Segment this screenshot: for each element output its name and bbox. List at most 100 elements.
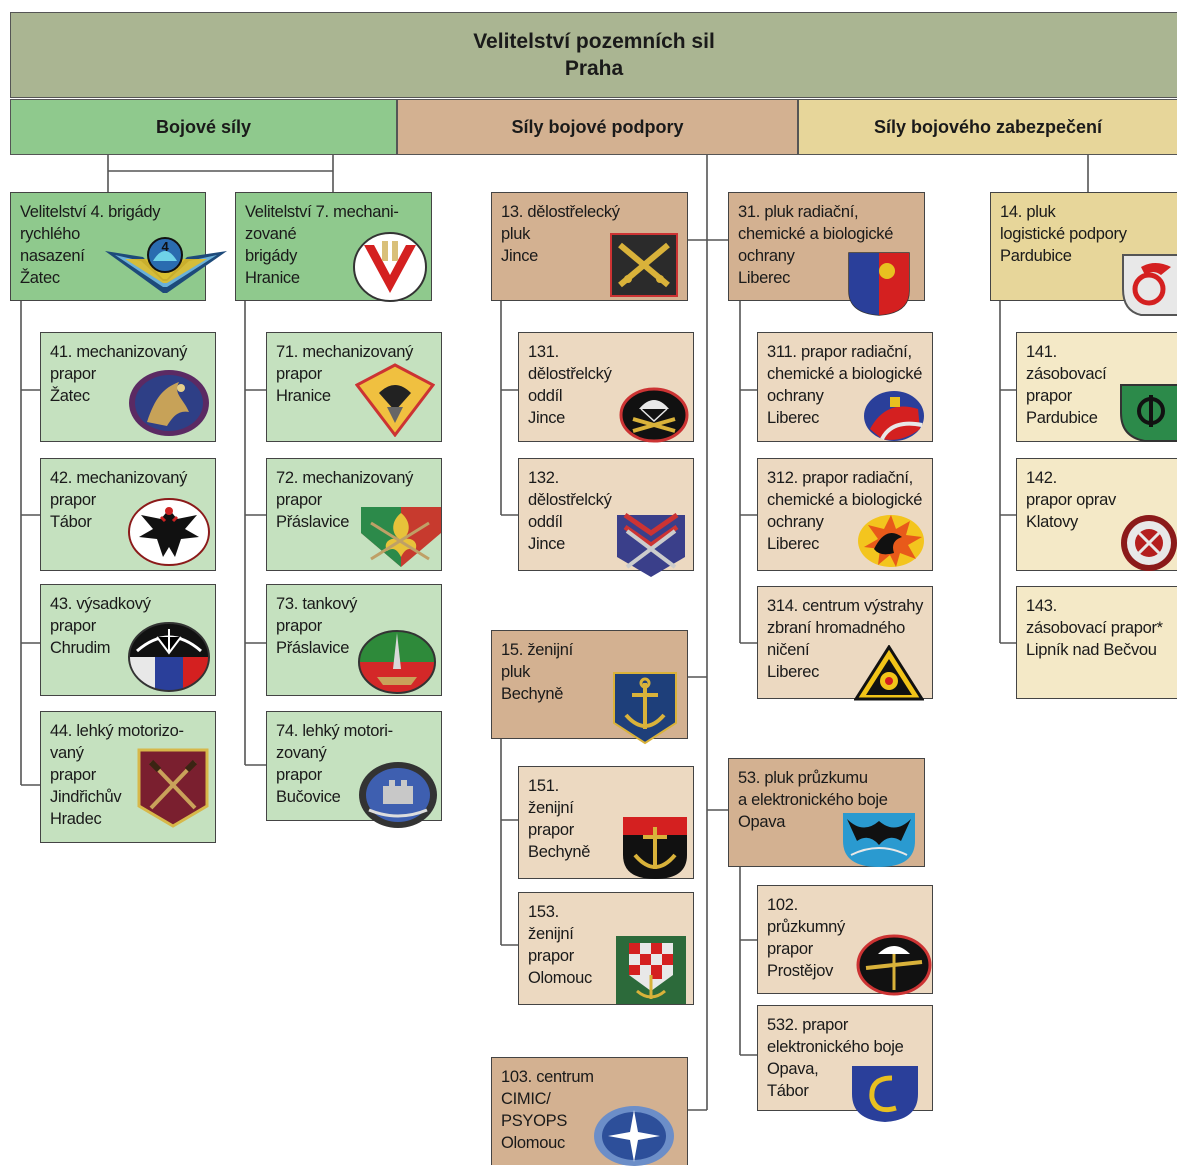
unit-label-line: ochrany	[738, 247, 795, 265]
unit-label: 311. prapor radiační,chemické a biologic…	[767, 341, 932, 429]
unit-label-line: elektronického boje	[767, 1038, 904, 1056]
unit-label-line: dělostřelcký	[528, 491, 612, 509]
unit-label-line: 71. mechanizovaný	[276, 343, 414, 361]
unit-label-line: prapor	[50, 491, 96, 509]
anchor-shield-emblem-icon	[613, 672, 677, 745]
unit-label-line: 314. centrum výstrahy	[767, 597, 924, 615]
unit-label-line: oddíl	[528, 513, 563, 531]
repair-gear-emblem-icon	[1121, 515, 1177, 571]
unit-label-line: Tábor	[767, 1082, 809, 1100]
unit-label-line: zbraní hromadného	[767, 619, 905, 637]
unit-label-line: Velitelství 7. mechani-	[245, 203, 399, 221]
headquarters-city: Praha	[564, 57, 624, 80]
red-shield-emblem-icon	[353, 232, 427, 302]
unit-label-line: a elektronického boje	[738, 791, 888, 809]
unit-label-line: Jindřichův	[50, 788, 122, 806]
unit-label-line: zásobovací prapor*	[1026, 619, 1163, 637]
unit-label-line: 151.	[528, 777, 559, 795]
red-wing-wheel-emblem-icon	[1122, 254, 1177, 316]
unit-label-line: průzkumný	[767, 918, 845, 936]
unit-label-line: Hranice	[245, 269, 300, 287]
category-combat-service-support: Síly bojového zabezpečení	[798, 99, 1177, 155]
unit-label-line: Bechyně	[501, 685, 564, 703]
unit-label-line: 14. pluk	[1000, 203, 1056, 221]
unit-label-line: 43. výsadkový	[50, 595, 151, 613]
svg-text:4: 4	[162, 239, 170, 254]
unit-label-line: rychlého	[20, 225, 80, 243]
unit-label-line: 312. prapor radiační,	[767, 469, 913, 487]
unit-label-line: ženijní	[528, 799, 574, 817]
unit-label-line: 73. tankový	[276, 595, 358, 613]
unit-label-line: Opava,	[767, 1060, 819, 1078]
unit-label-line: 103. centrum	[501, 1068, 594, 1086]
unit-label-line: prapor	[50, 766, 96, 784]
blue-horseshoe-shield-icon	[852, 1066, 918, 1122]
unit-label-line: Žatec	[20, 269, 60, 287]
unit-label-line: CIMIC/	[501, 1090, 551, 1108]
unit-label-line: prapor	[528, 821, 574, 839]
headquarters-box: Velitelství pozemních sil Praha	[10, 12, 1177, 98]
category-label: Síly bojového zabezpečení	[873, 116, 1103, 137]
unit-label-line: 532. prapor	[767, 1016, 849, 1034]
category-label: Bojové síly	[155, 116, 252, 137]
unit-label: 143.zásobovací prapor*Lipník nad Bečvou	[1026, 595, 1177, 661]
unit-label-line: Chrudim	[50, 639, 111, 657]
unit-label-line: Opava	[738, 813, 786, 831]
unit-label-line: chemické a biologické	[767, 491, 923, 509]
unit-label-line: zásobovací	[1026, 365, 1107, 383]
unit-label-line: 13. dělostřelecký	[501, 203, 620, 221]
unit-label-line: prapor oprav	[1026, 491, 1116, 509]
unit-label-line: 74. lehký motori-	[276, 722, 393, 740]
unit-label-line: vaný	[50, 744, 84, 762]
unit-box-312: 312. prapor radiační, chemické a biologic…	[757, 458, 933, 571]
crossed-guns-shield-icon	[617, 513, 685, 577]
unit-label-line: ochrany	[767, 513, 824, 531]
unit-label-line: zovaný	[276, 744, 327, 762]
unit-label-line: 31. pluk radiační,	[738, 203, 859, 221]
unit-label-line: prapor	[50, 365, 96, 383]
unit-label-line: Hradec	[50, 810, 102, 828]
unit-label-line: Bechyně	[528, 843, 591, 861]
unit-box-314: 314. centrum výstrahy zbraní hromadného ni…	[757, 586, 933, 701]
unit-label-line: Liberec	[767, 409, 820, 427]
unit-label-line: prapor	[767, 940, 813, 958]
unit-label-line: prapor	[276, 766, 322, 784]
unit-label-line: Pardubice	[1026, 409, 1098, 427]
unit-label-line: zované	[245, 225, 297, 243]
black-compass-emblem-icon	[856, 934, 932, 996]
unit-label-line: ničení	[767, 641, 810, 659]
unit-box-311: 311. prapor radiační,chemické a biologic…	[757, 332, 933, 442]
unit-label-line: prapor	[276, 491, 322, 509]
category-label: Síly bojové podpory	[511, 116, 684, 137]
unit-label-line: 41. mechanizovaný	[50, 343, 188, 361]
unit-label-line: Žatec	[50, 387, 90, 405]
